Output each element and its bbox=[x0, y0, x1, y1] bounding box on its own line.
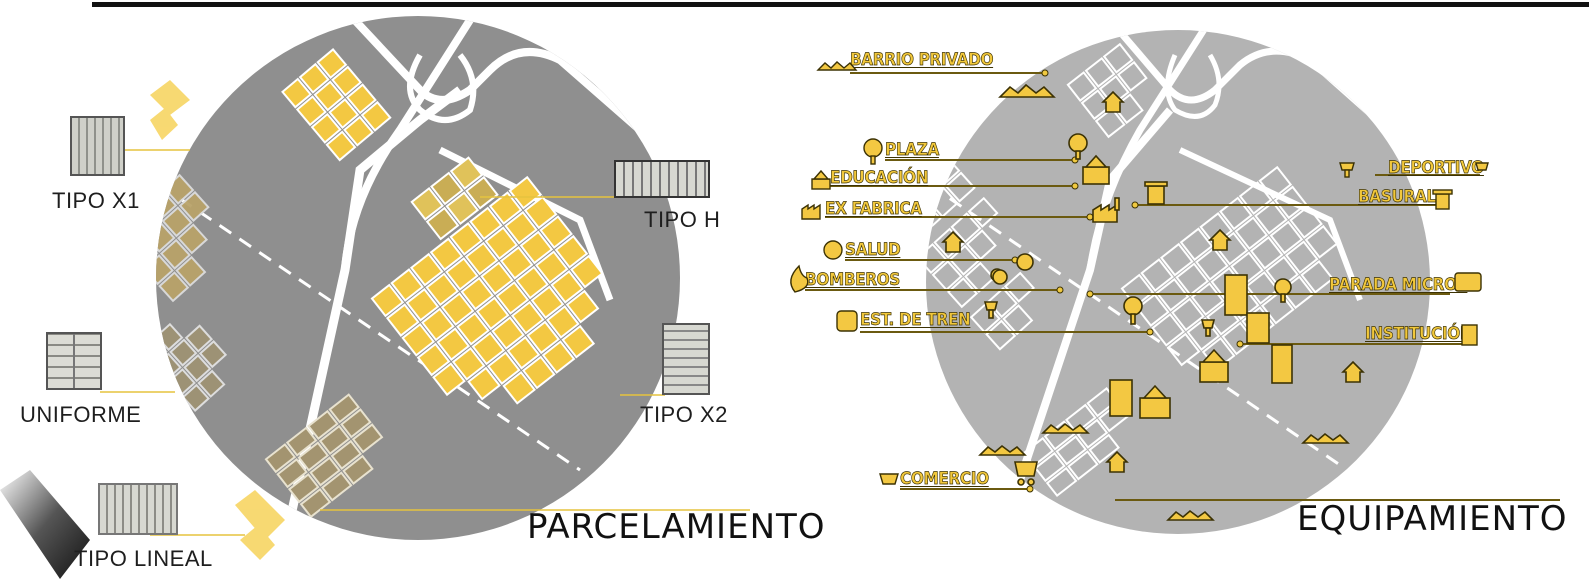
fire-icon bbox=[790, 264, 809, 293]
houses-cluster-icon bbox=[816, 61, 858, 71]
label-est-tren: EST. DE TREN bbox=[860, 310, 971, 331]
target-icon bbox=[992, 269, 1008, 285]
label-ex-fabrica: EX FABRICA bbox=[825, 199, 923, 220]
building-icon bbox=[1246, 312, 1270, 344]
title-equipamiento: EQUIPAMIENTO bbox=[1297, 499, 1568, 539]
school-icon bbox=[1082, 154, 1110, 185]
lots-center bbox=[370, 175, 604, 405]
corner-stripe bbox=[0, 470, 90, 579]
building-icon bbox=[1224, 274, 1248, 316]
label-tipo-h: TIPO H bbox=[644, 207, 721, 232]
label-basural: BASURAL bbox=[1358, 187, 1437, 208]
tree-icon bbox=[1068, 133, 1088, 160]
label-tipo-x2: TIPO X2 bbox=[640, 402, 728, 427]
label-barrio-privado: BARRIO PRIVADO bbox=[850, 50, 994, 71]
thumb-tipo-x2 bbox=[662, 323, 710, 395]
thumb-tipo-x1 bbox=[70, 116, 125, 176]
trash-icon bbox=[1144, 181, 1168, 205]
lots-overflow bbox=[150, 80, 285, 560]
thumb-tipo-lineal bbox=[98, 483, 178, 535]
tree-icon bbox=[1274, 278, 1292, 303]
label-salud: SALUD bbox=[845, 240, 901, 261]
school-icon bbox=[1139, 384, 1171, 419]
trophy-icon bbox=[1339, 162, 1355, 178]
house-icon bbox=[1208, 228, 1232, 251]
trophy-icon bbox=[983, 301, 999, 319]
lots-bottom bbox=[264, 393, 384, 519]
houses-cluster-icon bbox=[1301, 432, 1350, 444]
health-icon bbox=[823, 240, 843, 260]
houses-cluster-icon bbox=[998, 83, 1056, 98]
house-icon bbox=[941, 230, 965, 253]
label-comercio: COMERCIO bbox=[900, 469, 990, 490]
label-tipo-x1: TIPO X1 bbox=[52, 188, 140, 213]
thumb-uniforme bbox=[46, 332, 102, 390]
house-icon bbox=[1101, 90, 1125, 113]
tree-icon bbox=[863, 138, 883, 165]
trophy-icon bbox=[1475, 162, 1489, 171]
tree-icon bbox=[1123, 296, 1143, 325]
leader-dots bbox=[1011, 69, 1244, 493]
thumb-tipo-h bbox=[614, 160, 710, 198]
label-uniforme: UNIFORME bbox=[20, 402, 142, 427]
label-institucion: INSTITUCIÓN bbox=[1365, 324, 1473, 345]
cart-icon bbox=[879, 473, 899, 485]
label-bomberos: BOMBEROS bbox=[805, 270, 901, 291]
train-icon bbox=[836, 310, 858, 332]
factory-icon bbox=[801, 203, 821, 220]
houses-cluster-icon bbox=[1041, 422, 1090, 434]
trophy-icon bbox=[1200, 319, 1216, 337]
top-rule bbox=[92, 2, 1589, 7]
label-deportivo: DEPORTIVO bbox=[1388, 158, 1485, 179]
label-tipo-lineal: TIPO LINEAL bbox=[74, 546, 213, 571]
leader-lines-right bbox=[805, 72, 1560, 501]
building-icon bbox=[1461, 324, 1478, 346]
house-icon bbox=[1341, 360, 1365, 383]
lots-top bbox=[281, 48, 392, 162]
factory-icon bbox=[1092, 197, 1120, 223]
cart-icon bbox=[1014, 461, 1038, 486]
house-icon bbox=[1105, 450, 1129, 473]
building-icon bbox=[1109, 379, 1133, 417]
label-plaza: PLAZA bbox=[885, 140, 940, 161]
trash-icon bbox=[1432, 189, 1453, 210]
houses-cluster-icon bbox=[978, 444, 1027, 456]
lots-hatched bbox=[410, 156, 499, 241]
label-parada-micros: PARADA MICROS bbox=[1329, 275, 1468, 296]
bus-icon bbox=[1454, 272, 1482, 292]
title-parcelamiento: PARCELAMIENTO bbox=[527, 507, 826, 547]
building-icon bbox=[1271, 344, 1293, 384]
label-educacion: EDUCACIÓN bbox=[830, 168, 929, 189]
houses-cluster-icon bbox=[1166, 509, 1215, 521]
school-icon bbox=[811, 169, 831, 190]
school-icon bbox=[1199, 348, 1229, 383]
